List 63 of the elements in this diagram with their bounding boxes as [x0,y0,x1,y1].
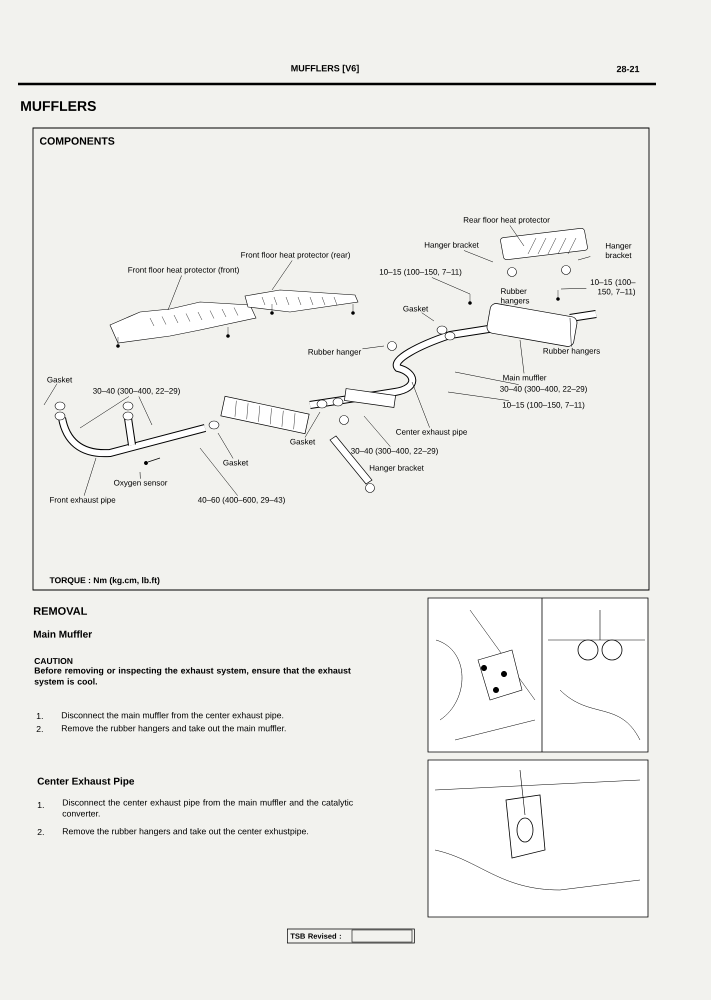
step-text: Remove the rubber hangers and take out the center exhustpipe. [62,828,308,836]
callout-text: Rubber hangers [544,348,600,356]
callout-text: Rubber hangers [501,288,530,306]
callout-text: Oxygen sensor [114,480,168,488]
leader-line [218,432,234,459]
leader-line [84,458,96,496]
leader-line [362,346,384,350]
caution-text: Before removing or inspecting the exhaust system, ensure that the exhaust system is cool. [34,667,351,686]
leader-line [272,260,292,290]
page-number: 28-21 [616,66,640,72]
step-number: 2. [36,726,43,732]
section-heading: REMOVAL [34,607,88,615]
callout-text: Rubber hanger [308,348,362,356]
callout-text: Hanger bracket [606,243,632,258]
callout-text: 10–15 (100–150, 7–11) [380,268,462,276]
callout-text: 30–40 (300–400, 22–29) [500,386,587,394]
callout-text: Front floor heat protector (rear) [241,252,350,260]
step-number: 1. [36,713,43,719]
step-number: 1. [38,802,44,808]
step-text: Disconnect the main muffler from the center exhaust pipe. [62,712,284,720]
callout-text: Front floor heat protector (front) [128,266,239,274]
leader-line [304,412,320,438]
leader-line [168,275,182,310]
callout-text: Front exhaust pipe [50,496,116,504]
leader-line [560,288,587,290]
callout-text: Rear floor heat protector [464,216,550,224]
callout-text: Gasket [47,376,72,382]
step-text: Disconnect the center exhaust pipe from the main muffler and the catalytic converter. [62,799,353,817]
callout-text: 10–15 (100–150, 7–11) [590,279,636,296]
leader-line [80,396,130,428]
callout-text: Main muffler [503,374,546,380]
callout-text: Hanger bracket [370,464,424,472]
leader-line [140,472,141,479]
step-number: 2. [38,828,44,836]
leader-line [578,256,591,260]
callout-text: 30–40 (300–400, 22–29) [351,448,438,456]
leader-line [432,277,470,294]
caution-heading: CAUTION [34,658,72,664]
leader-line [570,318,572,347]
leader-line [448,392,510,401]
section-heading: MUFFLERS [21,101,96,111]
callout-text: Gasket [223,460,248,466]
callout-text: Gasket [290,438,316,444]
step-text: Remove the rubber hangers and take out the main muffler. [62,724,286,734]
callout-text: 10–15 (100–150, 7–11) [502,402,584,410]
callout-text: Gasket [403,306,428,312]
leader-line [464,250,494,262]
leader-line [412,382,430,428]
page-header: MUFFLERS [V6] [291,64,359,74]
leader-line [520,340,524,374]
callout-text: 30–40 (300–400, 22–29) [93,388,180,396]
callout-text: Hanger bracket [424,242,479,250]
leader-line [510,225,524,246]
subheading: Main Muffler [34,630,92,638]
callout-text: 40–60 (400–600, 29–43) [198,496,285,504]
leader-line [138,396,152,426]
leader-line [364,416,391,447]
subheading: Center Exhaust Pipe [38,777,134,787]
callout-text: Center exhaust pipe [396,428,467,436]
leader-line [44,383,58,406]
leader-line [421,312,434,322]
leader-line [454,372,519,385]
leader-line [200,448,238,496]
